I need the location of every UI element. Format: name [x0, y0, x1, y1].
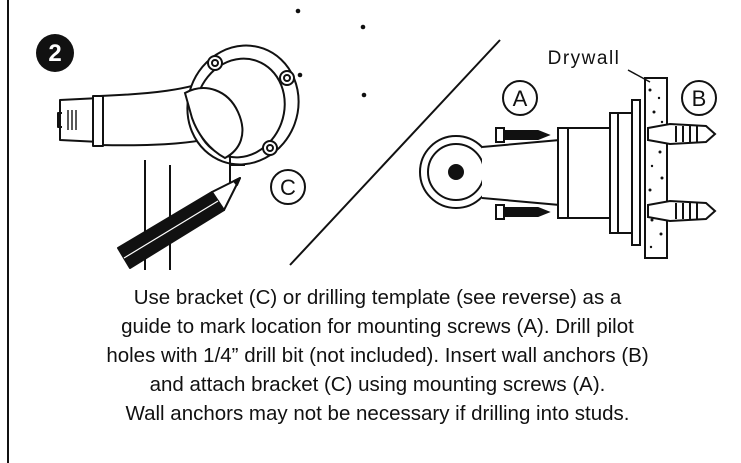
- svg-text:2: 2: [48, 40, 61, 67]
- instruction-line: guide to mark location for mounting scre…: [121, 315, 634, 338]
- pencil-mark-dots: [295, 8, 367, 98]
- svg-text:B: B: [692, 86, 707, 111]
- drywall-label: Drywall: [548, 48, 621, 69]
- svg-text:C: C: [280, 175, 296, 200]
- instruction-text: Use bracket (C) or drilling template (se…: [20, 283, 735, 428]
- drywall-leader-line: [627, 69, 651, 83]
- instruction-line: and attach bracket (C) using mounting sc…: [149, 373, 606, 396]
- instruction-line: holes with 1/4” drill bit (not included)…: [106, 344, 649, 367]
- mounting-screws: [495, 127, 551, 220]
- pencil-icon: [117, 177, 241, 269]
- callout-b: B: [681, 80, 717, 116]
- bracket-flange: [183, 44, 300, 166]
- callout-a: A: [502, 80, 538, 116]
- drywall-section: [644, 77, 668, 259]
- panel-divider: [289, 39, 501, 266]
- wall-anchors: [647, 122, 717, 223]
- step-badge: 2: [36, 34, 74, 72]
- svg-text:A: A: [513, 86, 528, 111]
- rail-end-view: [419, 135, 561, 209]
- instruction-line: Wall anchors may not be necessary if dri…: [125, 402, 630, 425]
- bracket-side-view: [557, 99, 641, 246]
- instruction-line: Use bracket (C) or drilling template (se…: [133, 286, 622, 309]
- callout-c: C: [270, 169, 306, 205]
